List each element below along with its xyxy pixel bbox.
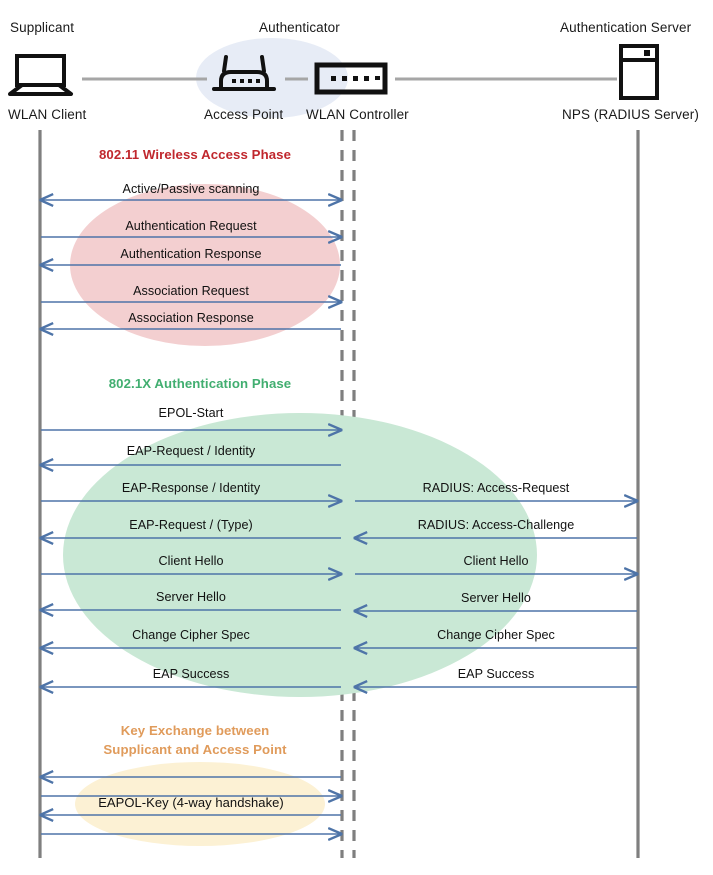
- role-label-authentication-server: Authentication Server: [560, 20, 692, 35]
- phase-title-key-exchange-line1: Key Exchange between: [120, 723, 270, 738]
- message-label-epol-start: EPOL-Start: [158, 406, 224, 420]
- laptop-icon: [8, 54, 73, 96]
- message-label-eap-request-identity: EAP-Request / Identity: [126, 444, 256, 458]
- message-label-server-hello-left: Server Hello: [156, 590, 226, 604]
- message-label-authentication-request: Authentication Request: [125, 219, 257, 233]
- role-label-supplicant: Supplicant: [10, 20, 75, 35]
- node-label-access-point: Access Point: [204, 107, 284, 122]
- authenticator-group-ellipse: [196, 38, 348, 118]
- message-label-server-hello-right: Server Hello: [461, 591, 531, 605]
- server-tower-icon: [619, 44, 659, 100]
- message-label-radius-access-challenge: RADIUS: Access-Challenge: [417, 518, 575, 532]
- message-label-eap-response-identity: EAP-Response / Identity: [121, 481, 261, 495]
- message-label-association-response: Association Response: [128, 311, 254, 325]
- phase2-arrows-right: [355, 501, 637, 687]
- role-label-authenticator: Authenticator: [259, 20, 340, 35]
- phase-ellipse-dot1x: [63, 413, 537, 697]
- phase-title-key-exchange-line2: Supplicant and Access Point: [103, 742, 287, 757]
- message-label-active-passive-scanning: Active/Passive scanning: [122, 182, 260, 196]
- phase-ellipse-key-exchange: [75, 762, 325, 846]
- message-label-eap-request-type: EAP-Request / (Type): [129, 518, 253, 532]
- phase1-arrows: [41, 200, 341, 329]
- message-label-radius-access-request: RADIUS: Access-Request: [422, 481, 570, 495]
- message-label-eapol-key-handshake: EAPOL-Key (4-way handshake): [98, 795, 284, 810]
- phase2-arrows-left: [41, 430, 341, 687]
- message-label-client-hello-left: Client Hello: [158, 554, 224, 568]
- wireless-access-point-icon: [212, 55, 276, 91]
- node-label-nps-radius-server: NPS (RADIUS Server): [562, 107, 699, 122]
- phase3-arrows: [41, 777, 341, 834]
- message-label-change-cipher-spec-right: Change Cipher Spec: [437, 628, 555, 642]
- phase-title-dot1x-authentication: 802.1X Authentication Phase: [108, 376, 292, 391]
- message-label-change-cipher-spec-left: Change Cipher Spec: [132, 628, 250, 642]
- message-label-authentication-response: Authentication Response: [120, 247, 262, 261]
- message-label-client-hello-right: Client Hello: [463, 554, 529, 568]
- node-label-wlan-client: WLAN Client: [8, 107, 87, 122]
- phase-title-key-exchange: Key Exchange between Supplicant and Acce…: [40, 721, 350, 759]
- network-switch-icon: [314, 62, 388, 95]
- message-label-eap-success-left: EAP Success: [152, 667, 230, 681]
- node-label-wlan-controller: WLAN Controller: [306, 107, 409, 122]
- message-label-eap-success-right: EAP Success: [457, 667, 535, 681]
- message-label-association-request: Association Request: [133, 284, 249, 298]
- phase-title-wireless-access: 802.11 Wireless Access Phase: [98, 147, 292, 162]
